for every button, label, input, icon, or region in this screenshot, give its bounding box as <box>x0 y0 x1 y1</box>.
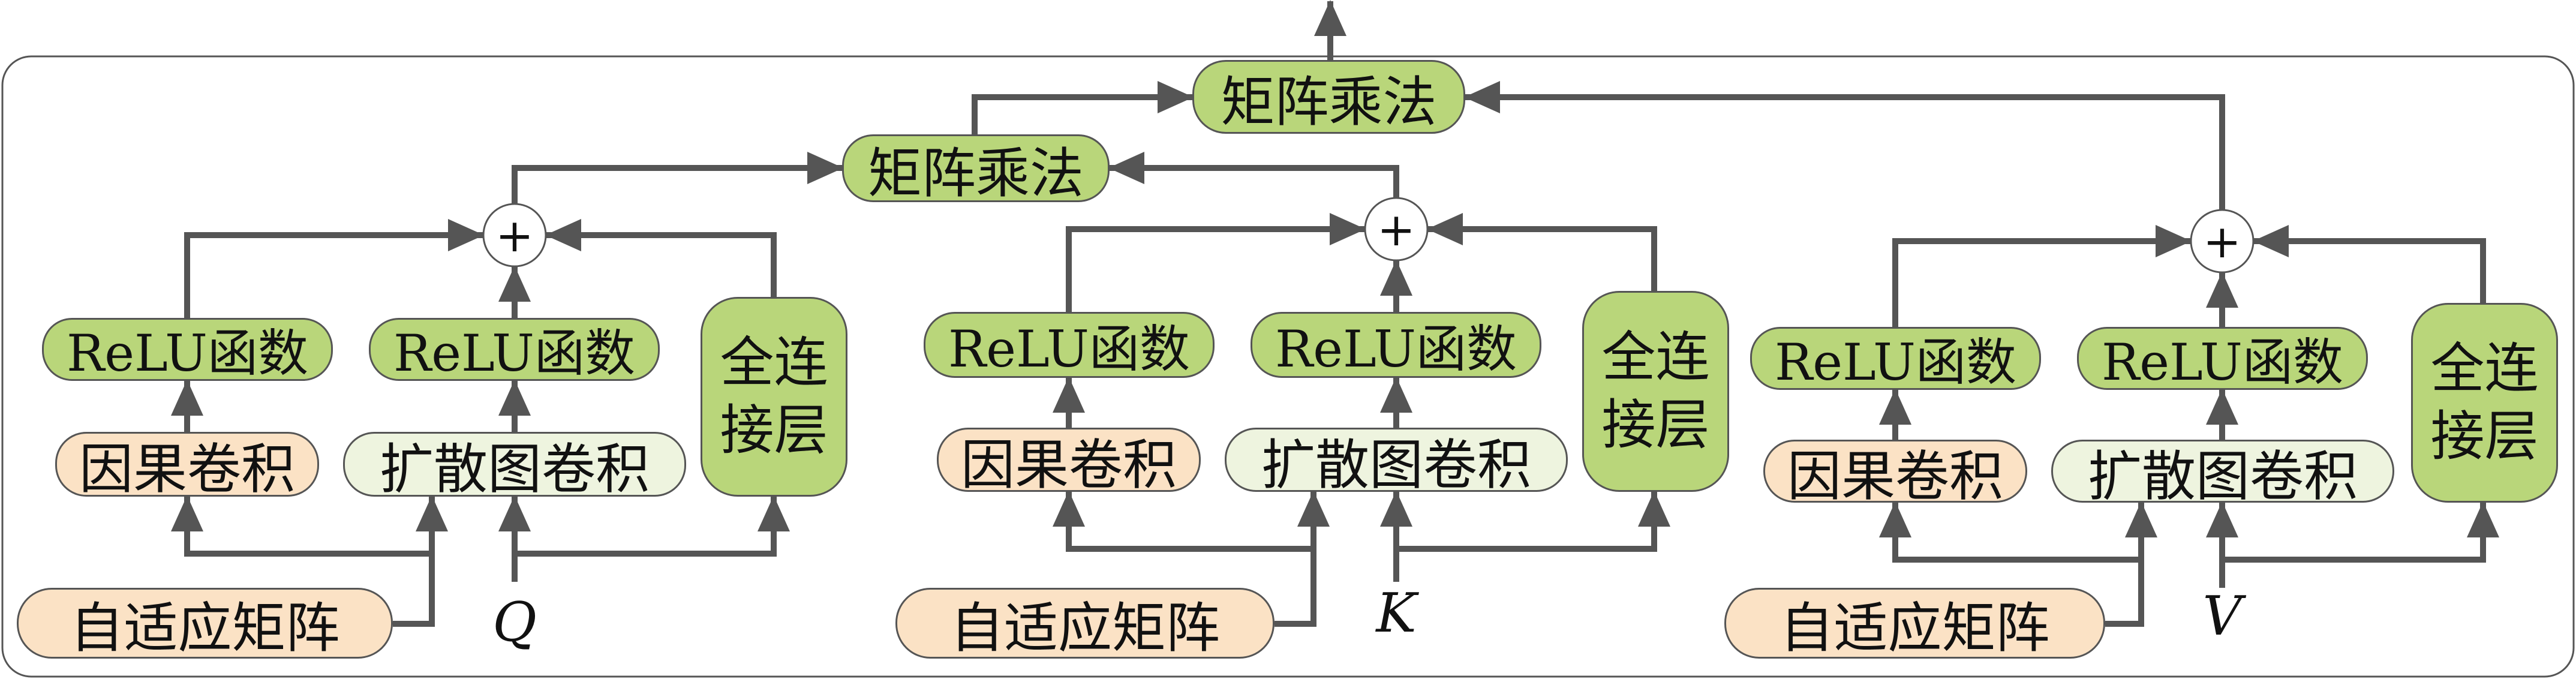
q-sum-node <box>482 203 547 268</box>
arrow-v-to-top-matmul <box>1464 81 2225 211</box>
sum-nodes <box>482 197 2255 274</box>
arrow-mid-to-top-matmul <box>972 81 1194 139</box>
q-diffusion-conv: 扩散图卷积 <box>343 432 686 501</box>
arrow-q-to-mid-matmul <box>512 152 843 211</box>
k-relu-left-to-plus <box>1066 213 1366 318</box>
k-adaptive-to-diffusion <box>1275 491 1330 627</box>
q-input-label: Q <box>492 591 537 654</box>
q-fc-to-plus <box>545 219 777 297</box>
q-fc-line1: 全连 <box>720 331 828 394</box>
v-diffusion-conv: 扩散图卷积 <box>2051 440 2394 508</box>
q-relu-left-to-plus <box>184 219 484 318</box>
k-sum-node <box>1364 197 1429 262</box>
q-plus-symbol: + <box>495 209 534 262</box>
q-relu-left: ReLU函数 <box>42 318 333 383</box>
k-relu-left: ReLU函数 <box>924 312 1215 378</box>
v-adaptive-matrix: 自适应矩阵 <box>1724 588 2105 660</box>
q-relu-mid: ReLU函数 <box>369 318 660 383</box>
q-bus-to-causal <box>171 495 432 557</box>
k-causal-conv: 因果卷积 <box>937 428 1201 497</box>
v-fc-line1: 全连 <box>2430 337 2539 400</box>
k-plus-symbol: + <box>1377 203 1415 256</box>
k-fc-to-plus <box>1427 213 1657 291</box>
v-input-label: V <box>2202 585 2242 648</box>
v-fc-layer: 全连 接层 <box>2411 303 2558 503</box>
connectors <box>171 0 2499 627</box>
v-causal-conv: 因果卷积 <box>1763 440 2027 508</box>
k-diffusion-conv: 扩散图卷积 <box>1225 428 1568 497</box>
v-bus-to-causal <box>1879 501 2141 563</box>
q-adaptive-to-diffusion <box>393 495 448 627</box>
q-causal-conv: 因果卷积 <box>55 432 319 501</box>
v-relu-mid: ReLU函数 <box>2077 327 2368 392</box>
v-fc-line2: 接层 <box>2430 404 2539 468</box>
k-bus-to-fc <box>1396 491 1670 552</box>
matmul-top: 矩阵乘法 <box>1192 60 1465 134</box>
k-adaptive-matrix: 自适应矩阵 <box>895 588 1275 660</box>
v-relu-left-to-plus <box>1892 225 2192 327</box>
k-relu-mid: ReLU函数 <box>1251 312 1541 378</box>
k-fc-layer: 全连 接层 <box>1582 291 1729 492</box>
v-relu-left: ReLU函数 <box>1750 327 2041 392</box>
v-adaptive-to-diffusion <box>2105 501 2157 627</box>
sum-symbols: + + + <box>495 203 2241 268</box>
q-bus-to-fc <box>515 495 790 557</box>
q-adaptive-matrix: 自适应矩阵 <box>17 588 393 660</box>
k-fc-line2: 接层 <box>1601 393 1710 456</box>
k-fc-line1: 全连 <box>1601 326 1710 389</box>
outer-frame <box>1 55 2575 678</box>
q-fc-layer: 全连 接层 <box>701 297 847 497</box>
matmul-mid: 矩阵乘法 <box>842 134 1110 205</box>
arrow-k-to-mid-matmul <box>1108 152 1399 211</box>
k-input-label: K <box>1376 582 1417 645</box>
v-sum-node <box>2190 209 2255 274</box>
v-fc-to-plus <box>2253 225 2486 303</box>
v-plus-symbol: + <box>2203 215 2241 268</box>
v-bus-to-fc <box>2222 501 2499 563</box>
k-bus-to-causal <box>1053 491 1313 552</box>
q-fc-line2: 接层 <box>720 398 828 462</box>
